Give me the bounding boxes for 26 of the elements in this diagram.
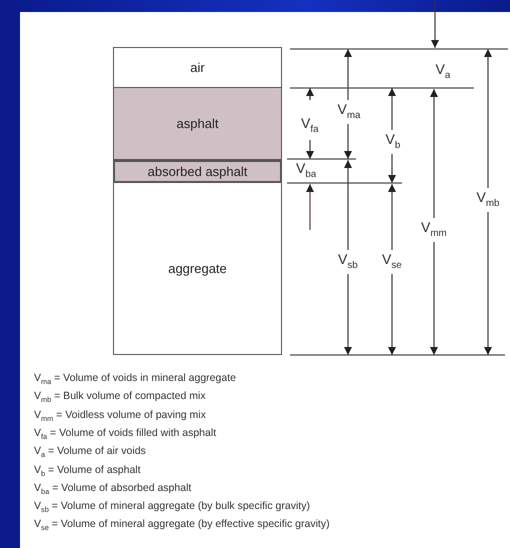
dimension-label: V$_{b}$ (386, 130, 400, 152)
dimension-label: V$_{fa}$ (301, 114, 319, 136)
dimension-label: V$_{mm}$ (421, 218, 447, 240)
definition-text: V$_{se}$ = Volume of mineral aggregate (by effective specific gravity) (34, 518, 330, 534)
dimension-label: V$_{a}$ (436, 60, 450, 82)
layer-label: aggregate (168, 261, 227, 276)
definition-text: V$_{mb}$ = Bulk volume of compacted mix (34, 390, 206, 406)
definition-text: V$_{ba}$ = Volume of absorbed asphalt (34, 482, 192, 498)
definition-text: V$_{b}$ = Volume of asphalt (34, 464, 141, 480)
dimension-label: V$_{mb}$ (476, 188, 500, 210)
dimension-label: V$_{sb}$ (338, 250, 358, 272)
definition-text: V$_{sb}$ = Volume of mineral aggregate (by bulk specific gravity) (34, 500, 310, 516)
layer-label: air (190, 60, 205, 75)
air-layer (113, 47, 282, 88)
dimension-label: V$_{se}$ (382, 250, 402, 272)
definition-text: V$_{ma}$ = Volume of voids in mineral aggregate (34, 372, 236, 388)
definition-text: V$_{fa}$ = Volume of voids filled with asphalt (34, 426, 216, 443)
aggregate-layer (113, 183, 282, 355)
definition-text: V$_{a}$ = Volume of air voids (34, 445, 146, 462)
definition-text: V$_{mm}$ = Voidless volume of paving mix (34, 408, 206, 425)
asphalt-layer (113, 88, 282, 160)
layer-label: asphalt (176, 116, 218, 131)
dimension-label: V$_{ma}$ (338, 100, 360, 122)
absorbed-asphalt-layer (113, 160, 282, 183)
dimension-label: V$_{ba}$ (296, 160, 316, 182)
layer-label: absorbed asphalt (148, 164, 248, 179)
